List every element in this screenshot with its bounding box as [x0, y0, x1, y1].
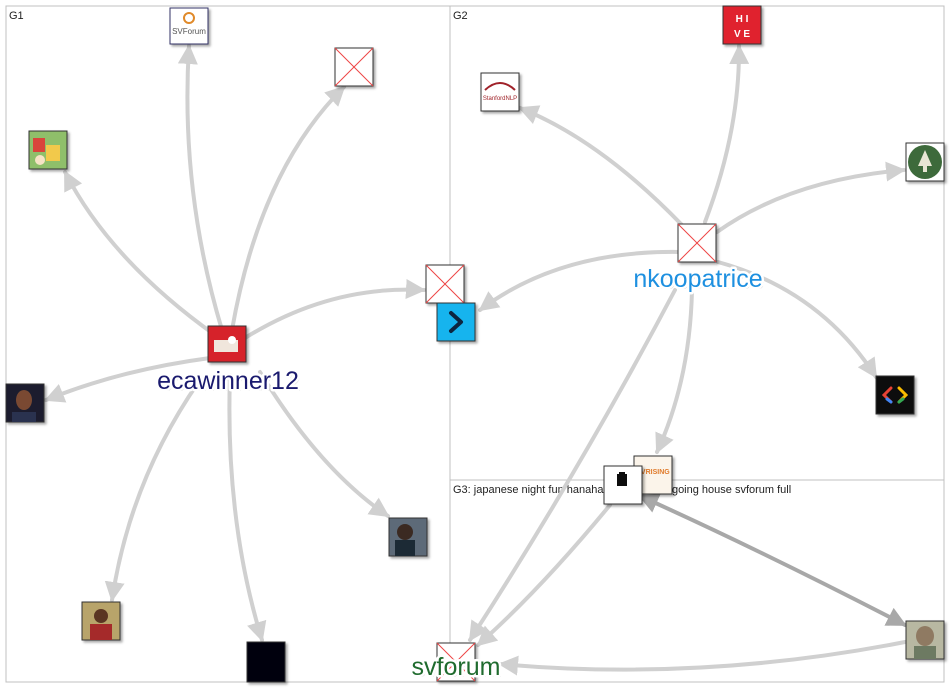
- edge-nkoopatrice-hive: [705, 46, 739, 222]
- node-nkoopatrice[interactable]: [678, 224, 716, 262]
- node-stanford-nlp[interactable]: StanfordNLP: [481, 73, 519, 111]
- node-clipboard-icon[interactable]: [604, 466, 642, 504]
- node-broken-image-1[interactable]: [335, 48, 373, 86]
- edge-ecawinner12-broken-1: [232, 87, 344, 330]
- group-g3-box: [450, 480, 944, 682]
- node-tree-logo[interactable]: [906, 143, 944, 181]
- edges: [46, 46, 905, 670]
- node-person-red[interactable]: [82, 602, 120, 640]
- svforum-logo-text: SVForum: [172, 27, 206, 36]
- stanford-nlp-text: StanfordNLP: [483, 96, 517, 102]
- nodes: SVForum: [6, 6, 944, 682]
- node-ecawinner12[interactable]: [208, 326, 246, 362]
- ecawinner12-label[interactable]: ecawinner12: [157, 367, 299, 395]
- edge-ecawinner12-black-square: [229, 375, 262, 640]
- edge-bearded-man-clipboard: [640, 496, 905, 625]
- hive-logo-text-top: H I: [736, 14, 749, 25]
- svforum-label[interactable]: svforum: [412, 653, 501, 681]
- edge-ecawinner12-svforum-logo: [187, 46, 222, 330]
- edge-nkoopatrice-stanford-nlp: [520, 108, 682, 225]
- node-festival-photo[interactable]: [29, 131, 67, 169]
- node-black-square[interactable]: [247, 642, 285, 682]
- edge-clipboard-svforum: [478, 505, 610, 645]
- node-man-portrait[interactable]: [6, 384, 44, 422]
- node-broken-image-2[interactable]: [426, 265, 464, 303]
- edge-bearded-man-svforum: [500, 642, 905, 670]
- node-person-outdoor[interactable]: [389, 518, 427, 556]
- group-boxes: G1 G2 G3: japanese night fun hanahaus pi…: [6, 6, 944, 682]
- hive-logo-text-bottom: V E: [734, 29, 750, 40]
- edge-ecawinner12-person-red: [112, 380, 200, 600]
- node-chevron-app-icon[interactable]: [437, 303, 475, 341]
- node-hive-logo[interactable]: H I V E: [723, 6, 761, 44]
- node-svforum-logo[interactable]: SVForum: [170, 8, 208, 44]
- node-code-logo[interactable]: [876, 376, 914, 414]
- group-g2-label: G2: [453, 10, 468, 22]
- node-bearded-man[interactable]: [906, 621, 944, 659]
- nkoopatrice-label[interactable]: nkoopatrice: [633, 265, 762, 293]
- group-g1-label: G1: [9, 10, 24, 22]
- edge-nkoopatrice-tree-logo: [717, 170, 904, 232]
- edge-ecawinner12-broken-2: [245, 290, 424, 338]
